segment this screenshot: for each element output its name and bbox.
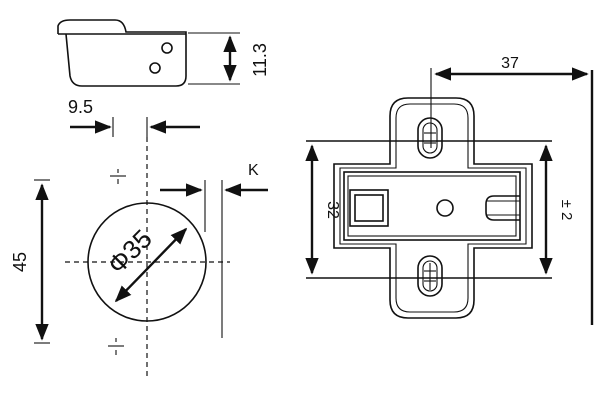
screw-crosshair-top (110, 169, 126, 184)
screw-crosshair-bottom (108, 338, 124, 355)
hinge-side-profile (57, 19, 187, 87)
dim-plate-height-label: 32 (324, 201, 341, 219)
dim-plate-height: 32 (305, 144, 341, 275)
dim-hole-offset-label: 9.5 (68, 97, 93, 117)
dim-plate-width-label: 37 (501, 55, 519, 72)
mounting-plate (333, 97, 533, 319)
dim-cup-height-label: 11.3 (250, 43, 270, 77)
dim-k-label: K (248, 162, 259, 179)
dim-cup-spacing: 45 (10, 179, 50, 344)
dim-adjust: ± 2 (539, 144, 575, 275)
cup-drilling: Φ35 (65, 137, 230, 380)
dim-hole-offset: 9.5 (68, 97, 200, 137)
dim-cup-spacing-label: 45 (10, 252, 30, 272)
dim-cup-height: 11.3 (188, 32, 270, 85)
dim-plate-width: 37 (430, 55, 594, 325)
cam-hatch (357, 198, 381, 216)
dim-k: K (160, 162, 268, 338)
dim-cup-diameter-label: Φ35 (101, 223, 157, 279)
dim-adjust-label: ± 2 (558, 200, 575, 221)
